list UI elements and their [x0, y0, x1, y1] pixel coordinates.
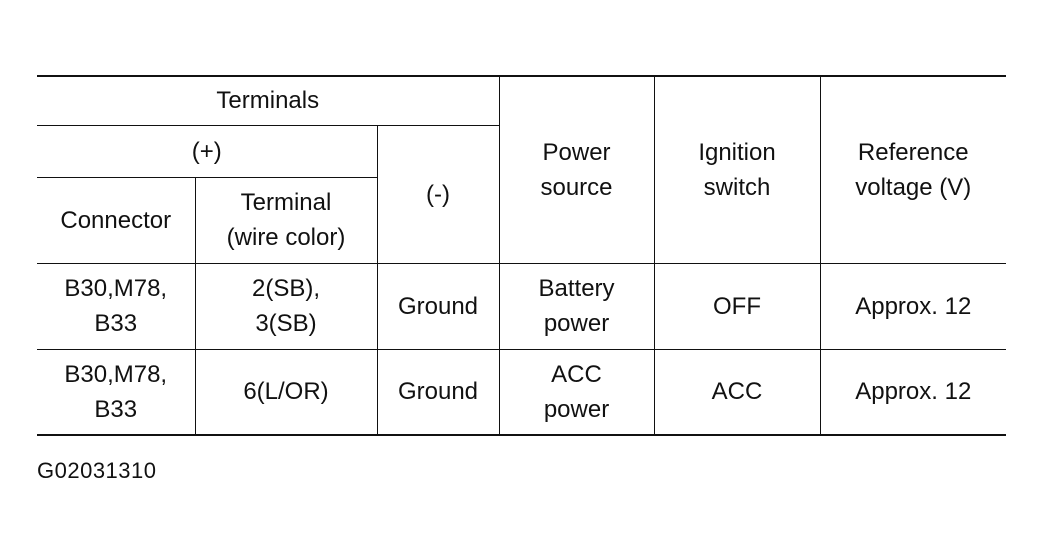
cell-ignition-switch: ACC: [653, 348, 821, 436]
header-connector: Connector: [37, 176, 196, 264]
cell-reference-voltage: Approx. 12: [819, 262, 1007, 350]
cell-terminal: 2(SB), 3(SB): [194, 262, 378, 350]
header-reference-voltage: Reference voltage (V): [819, 75, 1007, 264]
cell-terminal: 6(L/OR): [194, 348, 378, 436]
table-row: B30,M78, B33 6(L/OR) Ground ACC power AC…: [37, 348, 1007, 436]
header-ignition-switch: Ignition switch: [653, 75, 821, 264]
cell-ignition-switch: OFF: [653, 262, 821, 350]
table-row: B30,M78, B33 2(SB), 3(SB) Ground Battery…: [37, 262, 1007, 350]
header-row-polarity: (+) (-): [37, 124, 1006, 264]
header-terminals: Terminals: [37, 75, 500, 126]
header-negative: (-): [376, 124, 500, 264]
cell-reference-voltage: Approx. 12: [819, 348, 1007, 436]
header-positive: (+): [37, 124, 378, 178]
cell-negative: Ground: [376, 262, 500, 350]
cell-connector: B30,M78, B33: [37, 262, 196, 350]
cell-power-source: ACC power: [498, 348, 655, 436]
figure-id: G02031310: [37, 458, 157, 483]
header-terminal-wire-color: Terminal (wire color): [194, 176, 377, 264]
cell-connector: B30,M78, B33: [37, 348, 196, 436]
cell-power-source: Battery power: [498, 262, 655, 350]
reference-voltage-table: Terminals Power source Ignition switch R…: [37, 75, 1007, 436]
header-power-source: Power source: [498, 75, 655, 264]
header-row-connector: Connector Terminal (wire color): [37, 176, 1006, 264]
header-row-terminals: Terminals Power source Ignition switch R…: [37, 75, 1007, 264]
cell-negative: Ground: [376, 348, 500, 436]
